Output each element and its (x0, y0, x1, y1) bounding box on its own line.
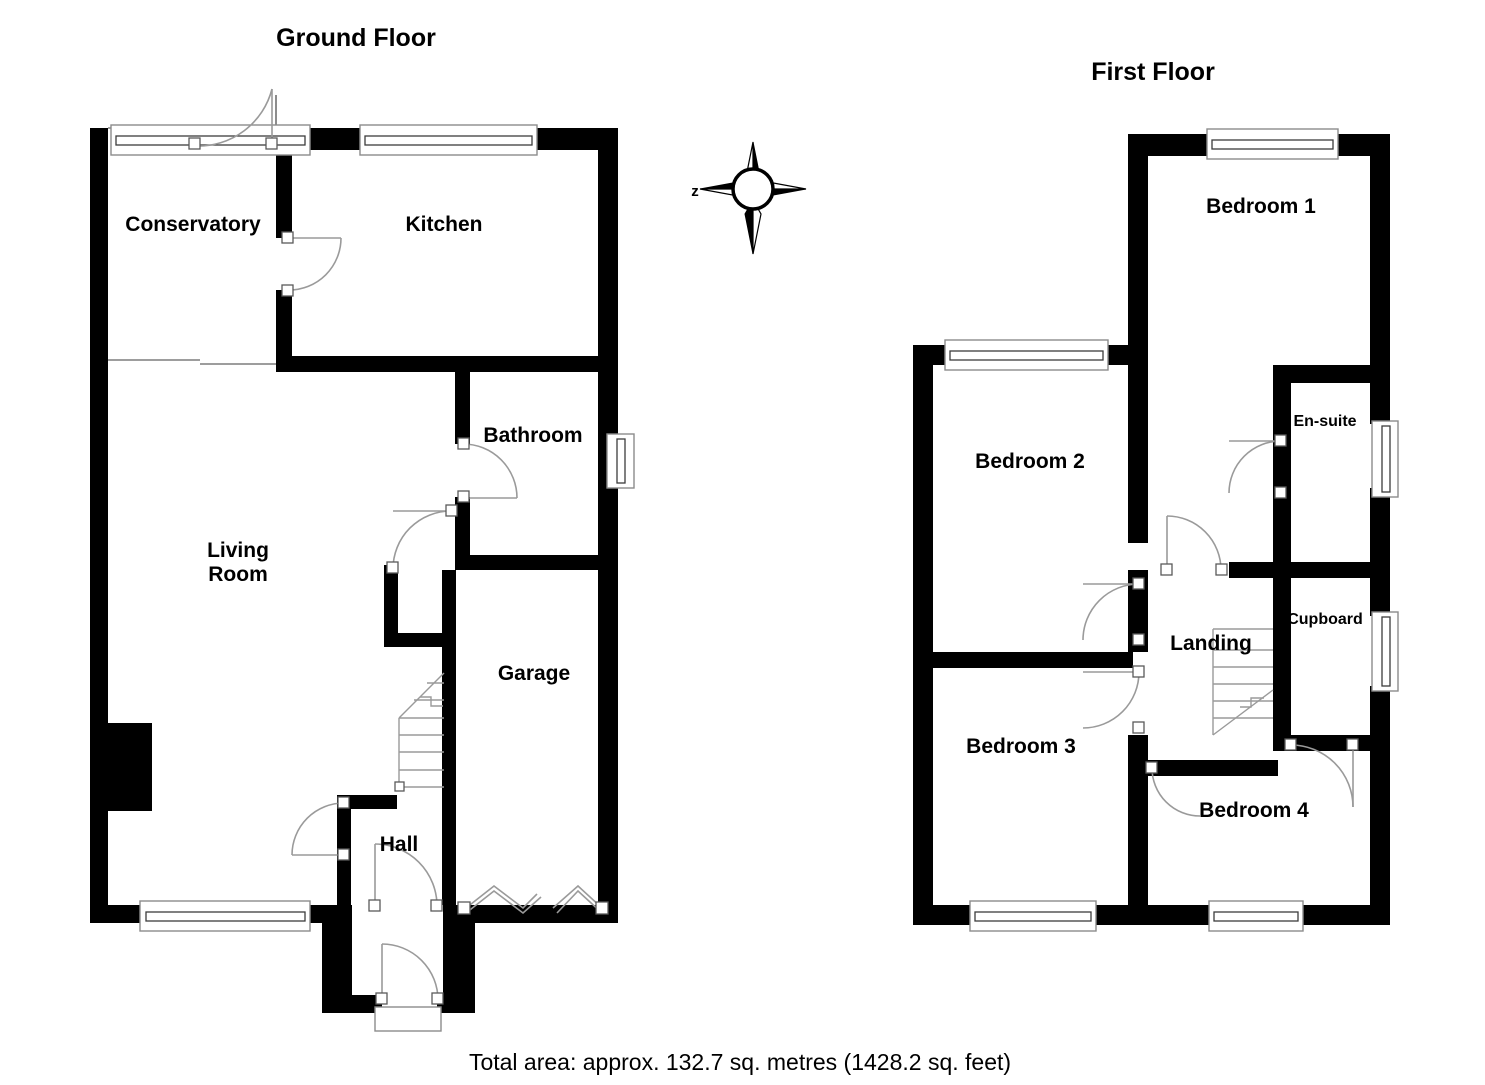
window-conservatory-top (110, 124, 311, 156)
wall-ensuite-top (1273, 365, 1390, 383)
door-porch-entrance (375, 943, 444, 1005)
first-floor-title: First Floor (1091, 58, 1215, 86)
door-landing-bed4 (1145, 761, 1201, 817)
wall-hall-top-left (337, 795, 397, 809)
staircase-ground (394, 672, 445, 792)
wall-first-left (913, 345, 933, 925)
door-bedroom-2 (1082, 577, 1145, 646)
total-area-text: Total area: approx. 132.7 sq. metres (14… (469, 1049, 1011, 1075)
window-bathroom-right (606, 433, 635, 489)
wall-landing-right (1273, 490, 1291, 740)
room-label-cupboard: Cupboard (1287, 611, 1363, 628)
wall-bed1-left (1128, 134, 1148, 374)
wall-bathroom-left-upper (455, 372, 470, 444)
room-label-kitchen: Kitchen (405, 213, 482, 236)
window-ensuite-right (1371, 420, 1399, 498)
wall-kitchen-bottom (276, 356, 618, 372)
wall-ground-right (598, 128, 618, 923)
room-label-conservatory: Conservatory (125, 213, 261, 236)
wall-conservatory-kitchen-upper (276, 150, 292, 238)
wall-bathroom-left-lower (455, 497, 470, 567)
room-label-bedroom-4: Bedroom 4 (1199, 799, 1309, 822)
window-bedroom1-top (1206, 128, 1339, 160)
wall-landing-cupboard-top (1229, 562, 1390, 578)
room-label-garage: Garage (498, 662, 570, 685)
staircase-first (1212, 628, 1274, 736)
ground-floor-plan (90, 88, 635, 1032)
window-bedroom3-bottom (969, 900, 1097, 932)
compass-rose: z (691, 141, 807, 255)
door-bedroom-3 (1082, 665, 1145, 734)
wall-bed2-right-upper (1128, 365, 1148, 543)
wall-stair-left-upper (384, 565, 398, 645)
room-label-bathroom: Bathroom (483, 424, 582, 447)
room-label-living-room-line2: Room (208, 563, 268, 586)
wall-ensuite-left (1273, 365, 1291, 490)
window-bedroom4-bottom (1208, 900, 1304, 932)
door-garage-right (552, 884, 609, 915)
wall-ground-bottom-right (457, 905, 618, 923)
room-label-living-room-line1: Living (207, 539, 269, 562)
wall-bed3-right (1128, 735, 1148, 925)
room-label-bedroom-1: Bedroom 1 (1206, 195, 1316, 218)
wall-bathroom-bottom (455, 555, 615, 570)
wall-conservatory-kitchen-lower (276, 290, 292, 362)
wall-bed2-bed3-divider (933, 652, 1133, 668)
door-hall-front (368, 843, 443, 912)
window-bedroom2-top (944, 339, 1109, 371)
wall-stair-bottom-step (384, 633, 456, 647)
compass-direction-letter: z (691, 183, 699, 200)
door-bathroom (457, 437, 518, 503)
door-hall-living (291, 796, 350, 861)
door-bedroom-1 (1160, 515, 1228, 576)
door-ensuite (1228, 434, 1287, 499)
wall-porch-bottom-right (437, 995, 475, 1013)
wall-first-right-mid (1370, 488, 1390, 616)
room-label-bedroom-3: Bedroom 3 (966, 735, 1076, 758)
room-label-bedroom-2: Bedroom 2 (975, 450, 1085, 473)
room-label-landing: Landing (1170, 632, 1252, 655)
wall-stair-right (442, 570, 456, 905)
door-conservatory-kitchen (281, 231, 342, 297)
wall-bed2-right-lower (1128, 570, 1148, 652)
conservatory-glazing (108, 95, 277, 129)
door-living-hall (386, 504, 458, 574)
wall-porch-bottom-left (322, 995, 382, 1013)
room-label-hall: Hall (380, 833, 419, 856)
door-garage-left (457, 884, 542, 915)
window-living-room-bottom (139, 900, 311, 932)
ground-floor-title: Ground Floor (276, 24, 436, 52)
room-label-en-suite: En-suite (1293, 413, 1356, 430)
window-cupboard-right (1371, 611, 1399, 692)
first-floor-plan (913, 128, 1399, 932)
wall-landing-bottom (1148, 760, 1278, 776)
wall-first-right-lower (1370, 686, 1390, 925)
window-kitchen-top (359, 124, 538, 156)
compass-center-circle (731, 167, 775, 211)
wall-first-right-upper (1370, 134, 1390, 424)
door-conservatory-entry (188, 88, 278, 150)
window-porch-front (374, 1006, 442, 1032)
door-bedroom-4 (1284, 738, 1359, 808)
wall-chimney-breast (90, 723, 152, 811)
